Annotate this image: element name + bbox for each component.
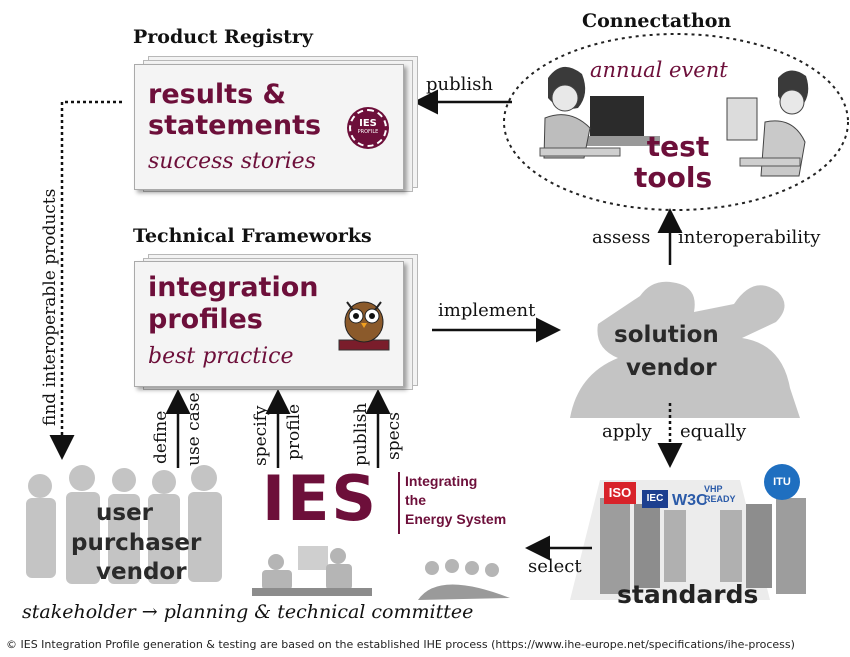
label-publish-specs: publish	[351, 402, 371, 466]
frameworks-document: integration profiles best practice	[134, 261, 404, 387]
label-find-products: find interoperable products	[40, 188, 60, 426]
vendor-line2: vendor	[626, 355, 717, 381]
label-profile: profile	[284, 403, 304, 460]
connectathon-heading: Connectathon	[582, 10, 732, 32]
frameworks-line2: profiles	[148, 304, 263, 335]
iec-logo: IEC	[642, 490, 668, 508]
caption-stakeholder: stakeholder	[22, 601, 136, 623]
registry-subtitle: success stories	[148, 149, 316, 174]
frameworks-line1: integration	[148, 272, 319, 303]
label-publish: publish	[426, 74, 493, 95]
label-specify: specify	[251, 405, 271, 466]
label-equally: equally	[680, 421, 747, 442]
registry-document: results & statements success stories IES…	[134, 64, 404, 190]
frameworks-heading: Technical Frameworks	[133, 225, 372, 247]
standards-label: standards	[617, 580, 759, 609]
seal-small-text: PROFILE	[357, 129, 379, 135]
footer-credit: © IES Integration Profile generation & t…	[6, 638, 795, 651]
label-assess: assess	[592, 227, 651, 248]
connectathon-event: annual event	[590, 58, 728, 82]
frameworks-subtitle: best practice	[148, 344, 294, 369]
label-implement: implement	[438, 300, 536, 321]
ies-seal-icon: IES PROFILE	[349, 109, 387, 147]
ies-logo-divider	[398, 472, 400, 534]
committee-silhouettes	[252, 546, 510, 600]
vhp-ready-logo: VHP READY	[704, 484, 736, 504]
iso-logo: ISO	[604, 482, 636, 504]
stakeholders-line3: vendor	[96, 559, 187, 585]
server-racks	[570, 480, 806, 600]
registry-heading: Product Registry	[133, 26, 313, 48]
label-use-case: use case	[184, 392, 204, 466]
owl-icon	[338, 301, 390, 351]
ies-tagline-line1: Integrating	[405, 473, 478, 489]
vendor-line1: solution	[614, 322, 719, 348]
w3c-logo: W3C	[672, 492, 708, 509]
registry-line2: statements	[148, 110, 322, 141]
tester-woman-icon	[539, 66, 660, 159]
ies-logo: IES	[262, 462, 379, 535]
arrow-find	[49, 100, 122, 460]
connectathon-ellipse	[503, 33, 849, 211]
label-select: select	[528, 556, 582, 577]
caption-arrow: →	[141, 601, 158, 623]
label-apply: apply	[602, 421, 652, 442]
ies-tagline-line2: the	[405, 492, 426, 508]
test-tools-line1: test	[646, 130, 710, 163]
tester-man-icon	[726, 70, 809, 177]
ies-tagline: Integrating the Energy System	[405, 472, 506, 529]
vendor-silhouette	[570, 281, 800, 418]
caption-committee: planning & technical committee	[163, 601, 474, 623]
stakeholder-silhouettes	[26, 465, 222, 584]
registry-line1: results &	[148, 79, 287, 110]
seal-text: IES	[359, 118, 377, 129]
test-tools-line2: tools	[634, 161, 713, 194]
test-tools: test	[646, 132, 710, 162]
stakeholders-line2: purchaser	[71, 530, 202, 556]
label-specs: specs	[384, 412, 404, 460]
label-interoperability: interoperability	[678, 227, 821, 248]
ies-tagline-line3: Energy System	[405, 511, 507, 527]
stakeholders-line1: user	[96, 500, 154, 526]
label-define: define	[151, 410, 171, 464]
bottom-caption: stakeholder → planning & technical commi…	[22, 601, 473, 623]
itu-logo: ITU	[764, 464, 800, 500]
